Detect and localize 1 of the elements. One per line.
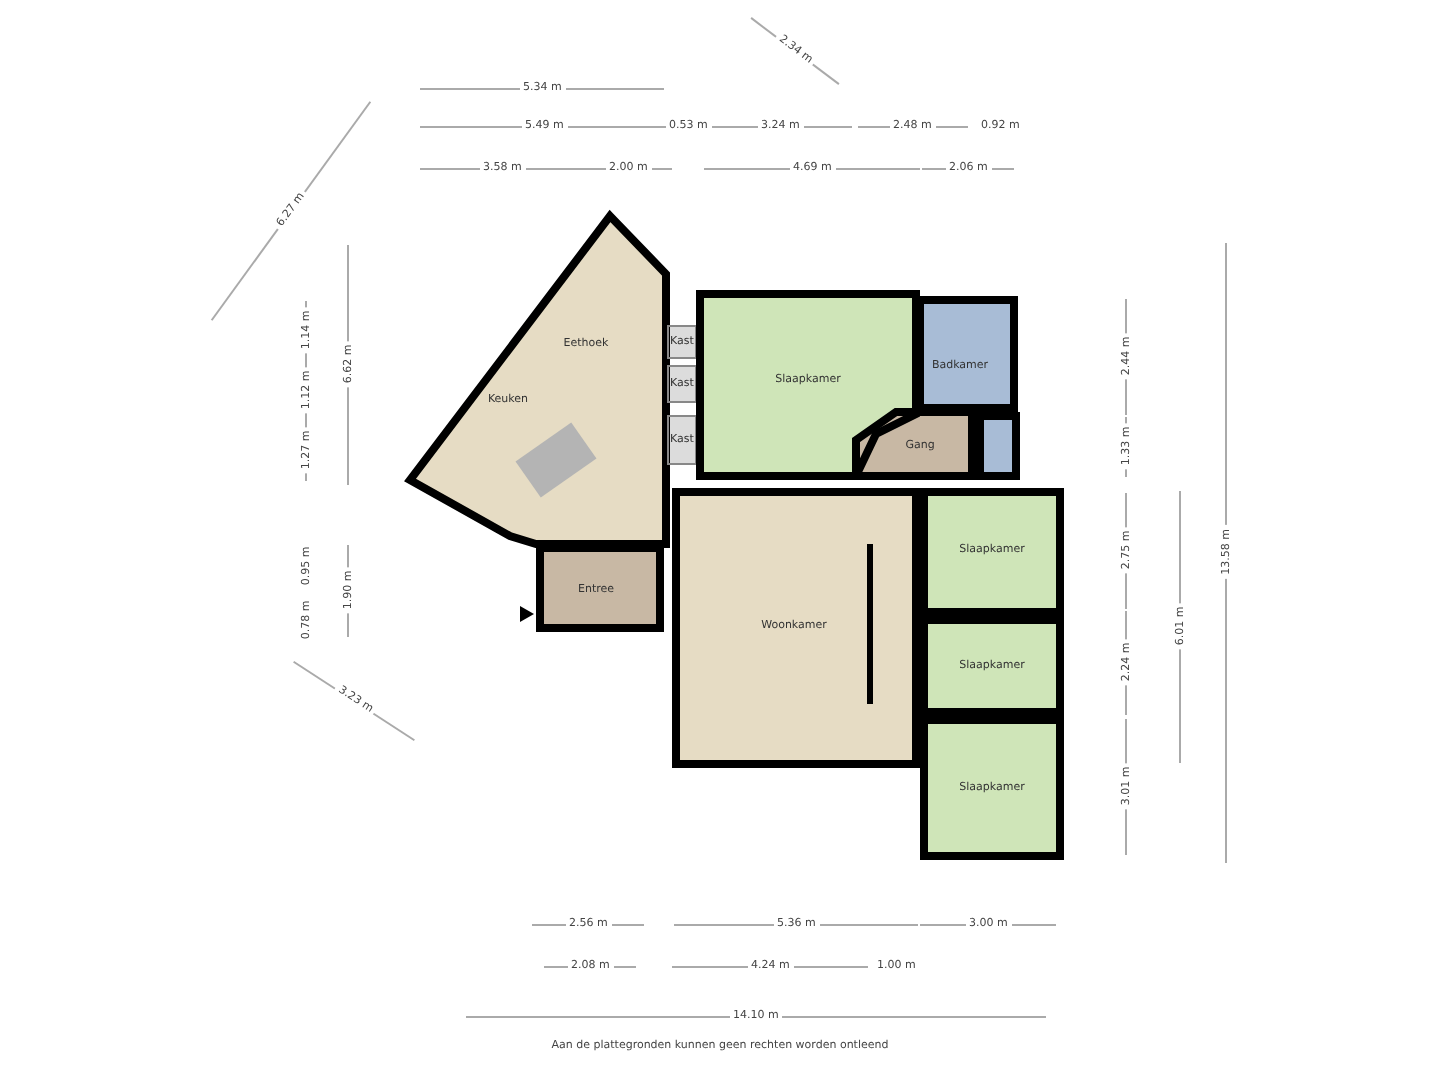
room-floor [676,492,916,764]
